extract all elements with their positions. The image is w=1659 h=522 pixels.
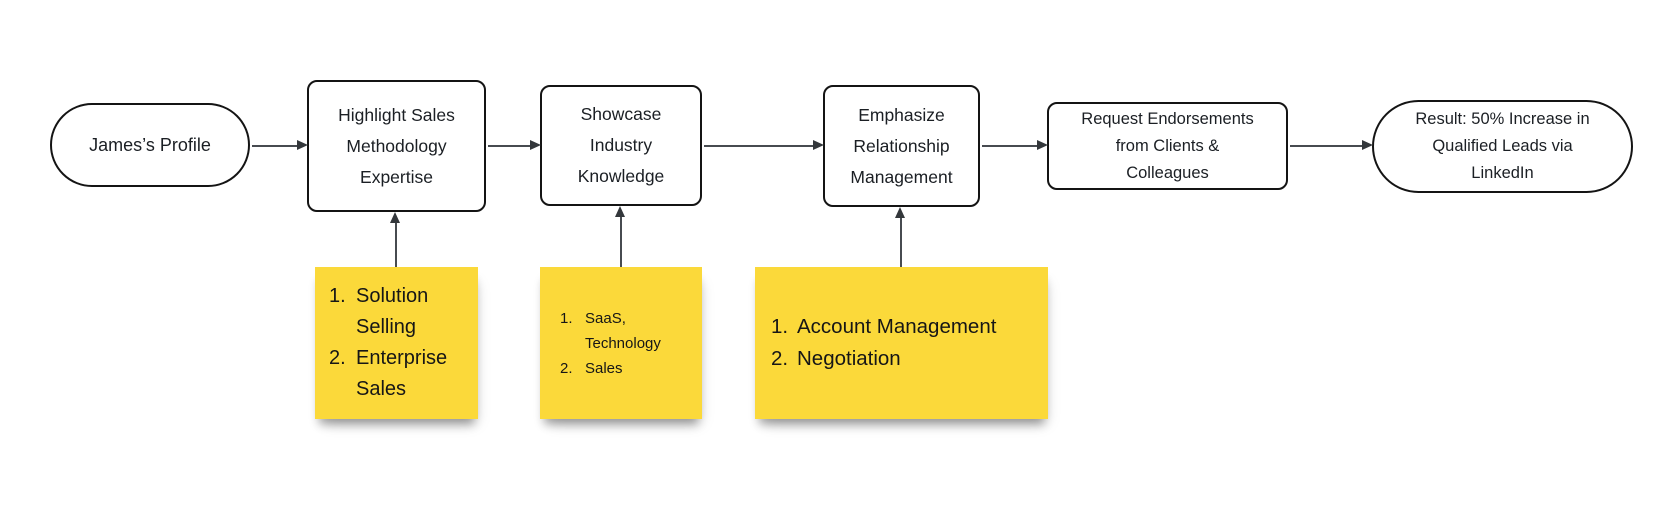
node-label: Emphasize Relationship Management [850,104,953,187]
arrow-start-to-step1 [252,140,308,151]
list-text: Negotiation [797,347,901,370]
node-label: James’s Profile [89,134,211,155]
arrow-line [395,220,397,267]
node-emphasize-relationship-management[interactable]: Emphasize Relationship Management [823,85,980,207]
list-text: Sales [585,359,623,377]
arrow-right-icon [813,140,824,151]
list-marker: 1. [560,309,573,327]
sticky-note-industry-knowledge[interactable]: 1. SaaS, Technology 2. Sales [540,267,702,419]
arrow-step2-to-step3 [704,140,824,151]
list-item: 1. SaaS, Technology [560,306,682,356]
node-label: Showcase Industry Knowledge [577,104,665,186]
node-highlight-sales-methodology-expertise[interactable]: Highlight Sales Methodology Expertise [307,80,486,212]
list-text: SaaS, Technology [585,309,661,352]
list-item: 1. Solution Selling [329,281,464,343]
arrow-sticky2-to-step2 [615,206,626,267]
list-marker: 1. [329,285,346,307]
arrow-sticky3-to-step3 [895,207,906,267]
node-result[interactable]: Result: 50% Increase in Qualified Leads … [1372,100,1633,193]
arrow-line [704,145,816,147]
node-label: Highlight Sales Methodology Expertise [338,104,455,187]
list-text: Account Management [797,315,997,338]
list-marker: 2. [329,347,346,369]
list-marker: 1. [771,315,789,338]
list-marker: 2. [560,359,573,377]
node-james-profile[interactable]: James’s Profile [50,103,250,187]
list-text: Enterprise Sales [356,347,448,400]
arrow-line [620,214,622,267]
node-request-endorsements[interactable]: Request Endorsements from Clients & Coll… [1047,102,1288,190]
arrow-up-icon [615,206,626,217]
list-item: 2. Sales [560,356,682,381]
arrow-line [1290,145,1365,147]
arrow-right-icon [1037,140,1048,151]
arrow-up-icon [390,212,401,223]
arrow-right-icon [530,140,541,151]
list-item: 2. Enterprise Sales [329,343,464,405]
arrow-line [982,145,1040,147]
arrow-line [488,145,533,147]
arrow-step1-to-step2 [488,140,541,151]
arrow-step4-to-result [1290,140,1373,151]
arrow-up-icon [895,207,906,218]
arrow-right-icon [1362,140,1373,151]
sticky-note-sales-methodology[interactable]: 1. Solution Selling 2. Enterprise Sales [315,267,478,419]
list-text: Solution Selling [356,285,429,338]
arrow-line [900,215,902,267]
sticky-note-relationship-management[interactable]: 1. Account Management 2. Negotiation [755,267,1048,419]
list-item: 2. Negotiation [771,343,1032,375]
list-item: 1. Account Management [771,311,1032,343]
arrow-step3-to-step4 [982,140,1048,151]
node-label: Result: 50% Increase in Qualified Leads … [1415,110,1590,182]
arrow-line [252,145,300,147]
list-marker: 2. [771,347,789,370]
arrow-sticky1-to-step1 [390,212,401,267]
arrow-right-icon [297,140,308,151]
node-label: Request Endorsements from Clients & Coll… [1081,109,1254,182]
node-showcase-industry-knowledge[interactable]: Showcase Industry Knowledge [540,85,702,206]
